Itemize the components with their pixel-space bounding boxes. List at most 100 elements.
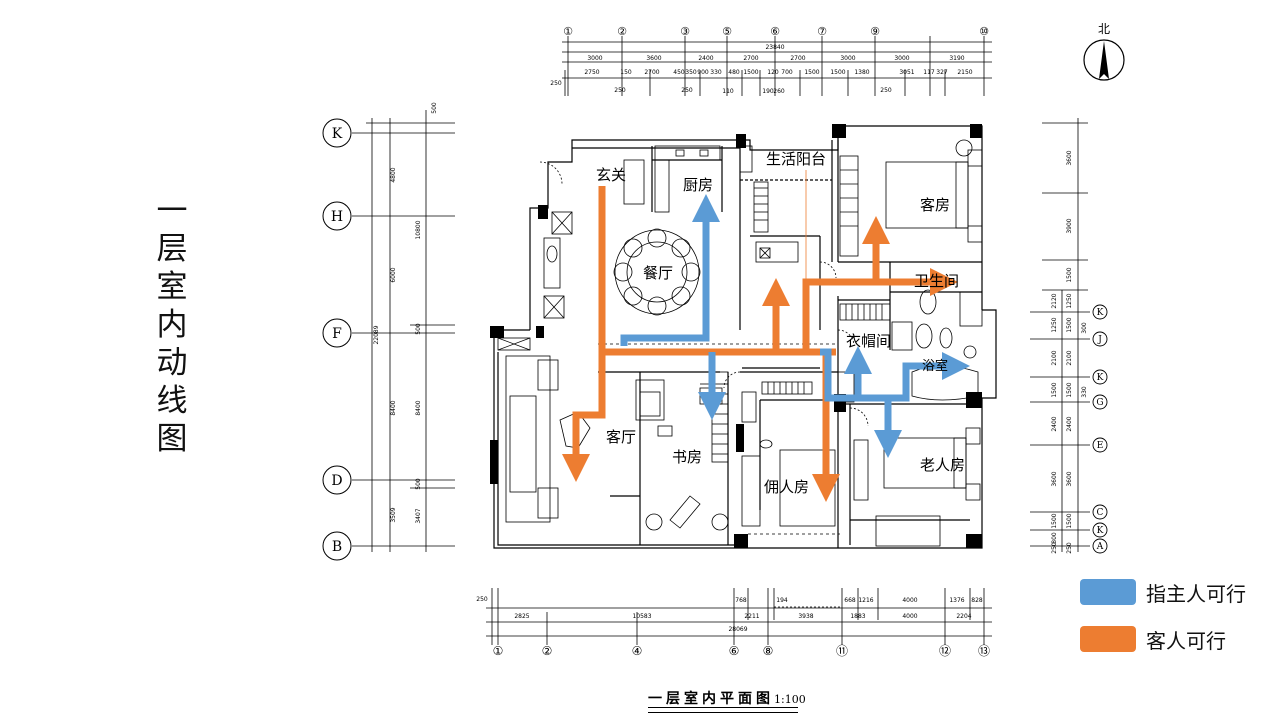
grid-left-B: B [332,539,342,555]
svg-text:8400: 8400 [390,400,397,415]
balcony-shelving [753,181,799,263]
svg-text:3000: 3000 [587,55,602,62]
grid-bottom-12: ⑫ [939,644,951,658]
svg-text:1500: 1500 [743,69,758,76]
grid-bottom-2: ② [542,644,553,658]
room-label-xuanguan: 玄关 [596,166,626,184]
svg-text:G: G [1096,398,1103,408]
svg-text:2204: 2204 [956,613,971,620]
svg-text:3407: 3407 [415,508,422,523]
svg-text:120: 120 [767,69,779,76]
elder-bed [853,427,981,547]
grid-left-K: K [332,126,343,142]
room-label-living: 客厅 [606,428,636,446]
room-label-elder: 老人房 [920,456,965,474]
svg-text:3938: 3938 [798,613,813,620]
grid-top-5: ⑤ [722,25,732,38]
svg-text:250: 250 [1051,542,1058,554]
legend-item-owner: 指主人可行 [1080,578,1246,606]
grid-top-9: ⑨ [870,25,880,38]
svg-text:3190: 3190 [949,55,964,62]
svg-text:3600: 3600 [1066,471,1073,486]
svg-text:2400: 2400 [1051,416,1058,431]
svg-text:1500: 1500 [804,69,819,76]
guest-bed [839,139,983,257]
svg-text:4000: 4000 [902,613,917,620]
room-label-wardrobe: 衣帽间 [846,332,891,350]
svg-text:3000: 3000 [840,55,855,62]
svg-text:3509: 3509 [390,507,397,522]
svg-text:110: 110 [722,88,734,95]
room-labels: 玄关 厨房 生活阳台 客房 餐厅 卫生间 衣帽间 浴室 客厅 书房 佣人房 老人… [596,150,965,496]
room-label-dining: 餐厅 [643,264,673,282]
svg-text:350: 350 [685,69,697,76]
svg-text:2700: 2700 [743,55,758,62]
dim-bottom-total: 28069 [728,626,747,633]
svg-text:330: 330 [710,69,722,76]
grid-bottom-11: ⑪ [836,644,848,658]
svg-text:22089: 22089 [373,325,380,344]
grid-top-6: ⑥ [770,25,780,38]
left-grid-axis-labels: K H F D B [322,118,352,561]
svg-text:10583: 10583 [632,613,651,620]
bottom-dimension-labels: 250 768 194 668 1216 4000 1376 828 2825 … [476,596,983,633]
svg-text:250: 250 [550,80,562,87]
owner-path-bath [888,352,970,402]
room-label-study: 书房 [672,448,702,466]
right-dimension-labels: 3600 3900 1500 2120 1250 2100 1500 2400 … [1051,150,1088,554]
svg-text:2700: 2700 [790,55,805,62]
svg-text:3600: 3600 [646,55,661,62]
dim-top-total: 23840 [765,44,784,51]
svg-text:800: 800 [1051,532,1058,544]
svg-text:327: 327 [936,69,948,76]
svg-text:500: 500 [415,323,422,335]
svg-text:K: K [1097,308,1104,318]
svg-text:1250: 1250 [1066,293,1073,308]
legend-swatch-owner [1080,579,1136,605]
guest-path-guestroom [802,216,890,352]
svg-text:480: 480 [728,69,740,76]
svg-text:K: K [1097,526,1104,536]
svg-text:900: 900 [697,69,709,76]
svg-text:260: 260 [773,88,785,95]
legend-label-guest: 客人可行 [1146,628,1226,653]
bottom-grid-axis-labels: ① ② ④ ⑥ ⑧ ⑪ ⑫ ⑬ [493,644,990,658]
svg-text:300: 300 [1081,322,1088,334]
svg-text:3051: 3051 [899,69,914,76]
svg-text:250: 250 [681,87,693,94]
svg-text:250: 250 [880,87,892,94]
svg-text:J: J [1097,335,1102,345]
grid-top-3: ③ [680,25,690,38]
grid-left-H: H [331,209,343,225]
svg-text:10800: 10800 [415,220,422,239]
dashed-guides [598,343,840,535]
grid-top-2: ② [617,25,627,38]
svg-text:2120: 2120 [1051,293,1058,308]
grid-bottom-6: ⑥ [729,644,740,658]
room-label-bathroom: 卫生间 [914,272,959,290]
svg-text:4000: 4000 [902,597,917,604]
svg-text:8400: 8400 [415,400,422,415]
svg-text:3600: 3600 [1051,471,1058,486]
svg-text:2750: 2750 [584,69,599,76]
north-arrow: 北 [1083,22,1125,81]
structural-columns [490,124,982,548]
walls [493,125,997,549]
legend-item-guest: 客人可行 [1080,625,1226,653]
grid-top-7: ⑦ [817,25,827,38]
svg-text:1500: 1500 [1066,267,1073,282]
grid-bottom-4: ④ [632,644,643,658]
svg-text:2100: 2100 [1051,350,1058,365]
svg-text:1500: 1500 [1066,382,1073,397]
svg-text:330: 330 [1081,386,1088,398]
kitchen-fixtures [623,145,753,213]
svg-text:1380: 1380 [854,69,869,76]
svg-text:250: 250 [614,87,626,94]
room-label-guestroom: 客房 [920,196,950,214]
svg-text:150: 150 [620,69,632,76]
top-dimension-labels: 23840 3000 3600 2400 2700 2700 3000 3000… [550,44,973,95]
right-dimension-chain [1030,118,1090,552]
wardrobe [837,303,913,403]
grid-top-1: ① [563,25,573,38]
